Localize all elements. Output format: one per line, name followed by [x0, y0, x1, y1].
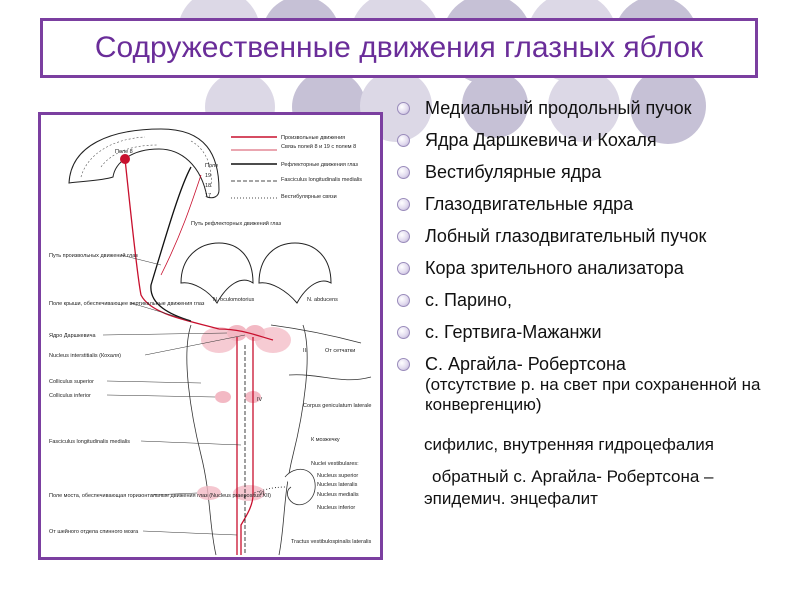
decor-circle-11: [548, 70, 620, 142]
bullet-text: Медиальный продольный пучок: [425, 98, 692, 118]
eye-movement-pathways-diagram: Поле 8 Произвольные движения Связь полей…: [49, 128, 372, 556]
field-18: 18: [205, 183, 211, 189]
tractus-label: Tractus vestibulospinalis lateralis: [291, 539, 371, 545]
bullet-text: Ядра Даршкевича и Кохаля: [425, 130, 657, 150]
nucleus-VI: [233, 485, 265, 501]
darkschewitsch-label: Ядро Даршкевича: [49, 333, 96, 339]
slide-title: Содружественные движения глазных яблок: [94, 31, 704, 64]
bullet-icon: [397, 294, 410, 307]
bullet-text: Лобный глазодвигательный пучок: [425, 226, 707, 246]
legend-link: Связь полей 8 и 19 с полем 8: [281, 143, 356, 150]
legend-vest: Вестибулярные связи: [281, 194, 337, 200]
bullet-icon: [397, 102, 410, 115]
bullet-item: с. Гертвига-Мажанжи: [397, 322, 787, 343]
reflex-pathway: [150, 166, 192, 322]
tectum-label: Поле крыши, обеспечивающее вертикальные …: [49, 301, 205, 307]
note-reverse-argyll: обратный с. Аргайла- Робертсона – эпидем…: [424, 467, 714, 508]
label-IV: IV: [257, 397, 263, 403]
bullet-text: С. Аргайла- Робертсона: [425, 354, 626, 374]
bullet-item: Лобный глазодвигательный пучок: [397, 226, 787, 247]
bullet-item: с. Парино,: [397, 290, 787, 311]
nucleus-darkschewitsch: [227, 325, 247, 341]
bullet-item: Глазодвигательные ядра: [397, 194, 787, 215]
field-19: 19: [205, 173, 211, 179]
bullet-text: Глазодвигательные ядра: [425, 194, 634, 214]
title-box: Содружественные движения глазных яблок: [40, 18, 758, 78]
bullet-item: Медиальный продольный пучок: [397, 98, 787, 119]
bullet-icon: [397, 198, 410, 211]
vestibular-pathway: [252, 486, 286, 494]
cervical-label: От шейного отдела спинного мозга: [49, 528, 139, 535]
bullet-text: Кора зрительного анализатора: [425, 258, 684, 278]
voluntary-path-label: Путь произвольных движений глаз: [49, 252, 138, 259]
bullet-item: Кора зрительного анализатора: [397, 258, 787, 279]
bullet-icon: [397, 326, 410, 339]
reflex-path-label: Путь рефлекторных движений глаз: [191, 220, 281, 227]
bullet-item: Ядра Даршкевича и Кохаля: [397, 130, 787, 151]
legend-voluntary: Произвольные движения: [281, 135, 345, 141]
bullet-item: С. Аргайла- Робертсона(отсутствие р. на …: [397, 354, 787, 415]
optic-tract: [270, 324, 372, 381]
voluntary-pathway: [124, 158, 274, 555]
label-III: III: [303, 348, 308, 354]
field-label: Поле: [205, 163, 218, 169]
bullet-list: Медиальный продольный пучок Ядра Даршкев…: [397, 98, 787, 426]
nucleus-pons-left: [197, 486, 221, 500]
vest-med-label: Nucleus medialis: [317, 492, 359, 498]
colliculus-inferior-label: Colliculus inferior: [49, 393, 91, 399]
bullet-text: Вестибулярные ядра: [425, 162, 602, 182]
cortex-gyri: [80, 136, 212, 188]
cajal-label: Nucleus interstitialis (Кохаля): [49, 353, 121, 359]
vestibular-organ: [284, 469, 316, 506]
retina-label: От сетчатки: [325, 348, 355, 354]
field-17: 17: [205, 193, 211, 199]
field8-label: Поле 8: [115, 149, 133, 155]
right-eye: [258, 242, 332, 304]
legend-reflex: Рефлекторные движения глаз: [281, 162, 358, 168]
bullet-text: с. Парино,: [425, 290, 512, 310]
diagram-figure: Поле 8 Произвольные движения Связь полей…: [38, 112, 383, 560]
vest-sup-label: Nucleus superior: [317, 473, 358, 479]
link-pathway: [160, 174, 202, 276]
note-syphilis: сифилис, внутренняя гидроцефалия: [424, 435, 714, 454]
colliculus-superior-label: Colliculus superior: [49, 379, 94, 385]
left-eye: [180, 242, 254, 304]
oculomotorius-label: N. oculomotorius: [213, 297, 255, 303]
bullet-icon: [397, 262, 410, 275]
legend-flm: Fasciculus longitudinalis medialis: [281, 177, 362, 183]
geniculatum-label: Corpus geniculatum laterale: [303, 403, 371, 409]
nucleus-IV: [215, 391, 231, 403]
flm-label: Fasciculus longitudinalis medialis: [49, 439, 130, 445]
decor-circle-12: [630, 68, 706, 144]
vestibular-label: Nuclei vestibulares:: [311, 461, 359, 467]
decor-circle-10: [462, 72, 528, 138]
bullet-text: с. Гертвига-Мажанжи: [425, 322, 602, 342]
cerebellum-label: К мозжечку: [311, 437, 340, 443]
nucleus-cajal: [245, 325, 265, 341]
cortex-outline: [68, 128, 220, 199]
bullet-icon: [397, 230, 410, 243]
bullet-subtext: (отсутствие р. на свет при сохраненной н…: [425, 375, 761, 414]
abducens-label: N. abducens: [307, 297, 338, 303]
pons-label: Поле моста, обеспечивающая горизонтальны…: [49, 493, 271, 499]
bullet-item: Вестибулярные ядра: [397, 162, 787, 183]
bullet-icon: [397, 166, 410, 179]
bullet-icon: [397, 358, 410, 371]
brainstem-outline: [186, 324, 308, 556]
bullet-icon: [397, 134, 410, 147]
vest-inf-label: Nucleus inferior: [317, 505, 355, 511]
vest-lat-label: Nucleus lateralis: [317, 482, 358, 488]
label-VI: VI: [259, 491, 265, 497]
